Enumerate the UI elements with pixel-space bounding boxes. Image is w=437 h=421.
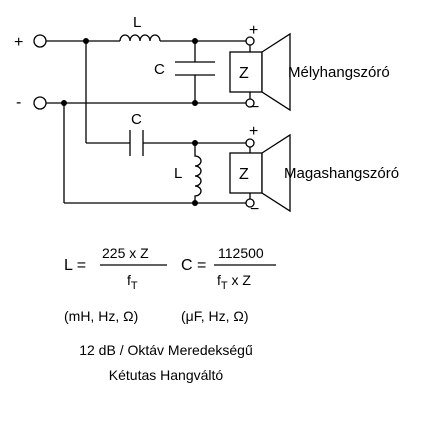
capacitance-units: (μF, Hz, Ω) xyxy=(181,308,249,324)
low-pass-inductor-label: L xyxy=(133,14,141,31)
woofer-label: Mélyhangszóró xyxy=(288,64,390,81)
caption-line-1: 12 dB / Oktáv Meredekségű xyxy=(79,342,253,358)
tweeter-label: Magashangszóró xyxy=(284,165,399,182)
low-pass-inductor xyxy=(119,34,161,42)
tweeter-speaker xyxy=(229,133,291,213)
caption-line-2: Kétutas Hangváltó xyxy=(109,367,224,383)
tweeter-negative-mark: − xyxy=(250,201,259,218)
woofer-positive-mark: + xyxy=(249,22,258,39)
l-formula-denominator: fT xyxy=(127,272,138,292)
high-pass-inductor-label: L xyxy=(174,165,182,182)
plus-terminal-label: + xyxy=(14,34,23,51)
high-pass-capacitor xyxy=(129,130,250,156)
c-formula-denominator: fT x Z xyxy=(217,272,251,292)
low-pass-capacitor xyxy=(175,41,215,103)
plus-input-terminal xyxy=(33,34,47,48)
c-formula-numerator: 112500 xyxy=(218,245,264,261)
minus-input-terminal xyxy=(33,96,47,110)
woofer-speaker xyxy=(229,32,291,112)
tweeter-impedance-symbol: Z xyxy=(239,166,249,183)
capacitance-formula: C = 112500 fT x Z xyxy=(181,245,276,292)
high-pass-capacitor-label: C xyxy=(131,111,142,128)
low-pass-capacitor-label: C xyxy=(154,61,165,78)
l-formula-numerator: 225 x Z xyxy=(102,245,149,261)
junction-dots xyxy=(61,38,198,206)
tweeter-positive-mark: + xyxy=(249,123,258,140)
c-formula-lhs: C = xyxy=(181,257,206,274)
woofer-impedance-symbol: Z xyxy=(239,65,249,82)
inductance-units: (mH, Hz, Ω) xyxy=(64,308,138,324)
minus-terminal-label: - xyxy=(16,94,21,111)
inductance-formula: L = 225 x Z fT xyxy=(64,245,167,292)
l-formula-lhs: L = xyxy=(64,257,86,274)
high-pass-inductor xyxy=(194,143,202,203)
woofer-negative-mark: − xyxy=(250,99,259,116)
